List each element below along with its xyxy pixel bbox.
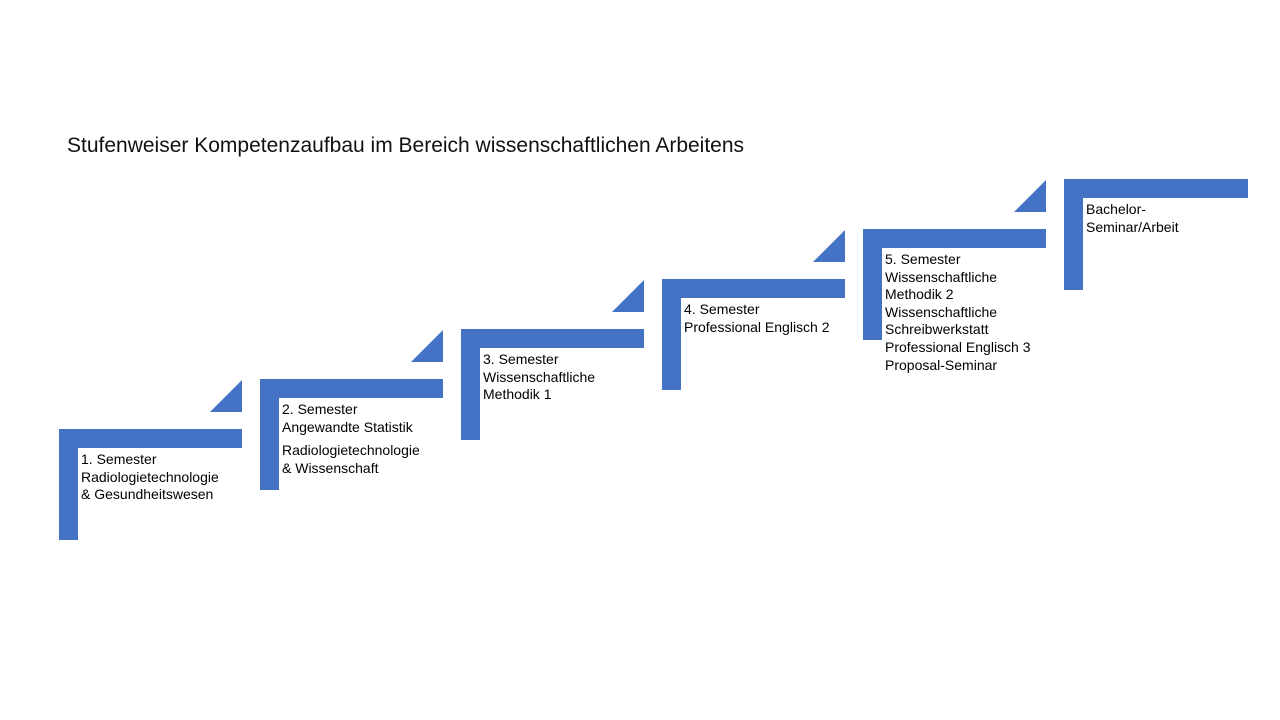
step-arrow-triangle [1014,180,1046,212]
step-label-line: Wissenschaftliche [483,368,596,385]
step-label-line: Wissenschaftliche [885,268,998,285]
step-arrow-triangle [612,280,644,312]
step-5 [863,180,1046,340]
step-label-line: Bachelor- [1086,201,1146,217]
step-label-line: & Gesundheitswesen [81,486,214,503]
step-label-line: 4. Semester [684,301,760,317]
step-label-line: Radiologietechnologie [81,468,219,485]
step-arrow-triangle [411,330,443,362]
step-label-line: 3. Semester [483,351,559,367]
step-label-line: 5. Semester [885,251,961,267]
step-bracket [260,379,443,490]
step-label-line: Schreibwerkstatt [885,321,989,338]
step-bracket [59,429,242,540]
step-1 [59,380,242,540]
step-bracket [461,329,644,440]
step-label-line: Methodik 1 [483,386,552,403]
step-label-line: 1. Semester [81,451,157,467]
diagram-title: Stufenweiser Kompetenzaufbau im Bereich … [67,134,745,157]
step-label-line: Radiologietechnologie [282,442,420,459]
step-4 [662,230,845,390]
step-bracket [662,279,845,390]
step-label-line: Seminar/Arbeit [1086,218,1179,235]
step-bracket [1064,179,1248,290]
step-6-label: Bachelor-Seminar/Arbeit [1086,201,1179,236]
step-arrow-triangle [210,380,242,412]
step-label-line: Angewandte Statistik [282,418,413,435]
step-6 [1064,179,1248,290]
step-label-line: Proposal-Seminar [885,356,998,373]
step-2 [260,330,443,490]
step-label-line: Methodik 2 [885,286,954,303]
step-label-line: Professional Englisch 2 [684,318,830,335]
step-label-line: 2. Semester [282,401,358,417]
step-3 [461,280,644,440]
step-label-line: Professional Englisch 3 [885,338,1031,355]
step-label-line: & Wissenschaft [282,459,379,476]
step-bracket [863,229,1046,340]
step-arrow-triangle [813,230,845,262]
step-label-line: Wissenschaftliche [885,303,998,320]
